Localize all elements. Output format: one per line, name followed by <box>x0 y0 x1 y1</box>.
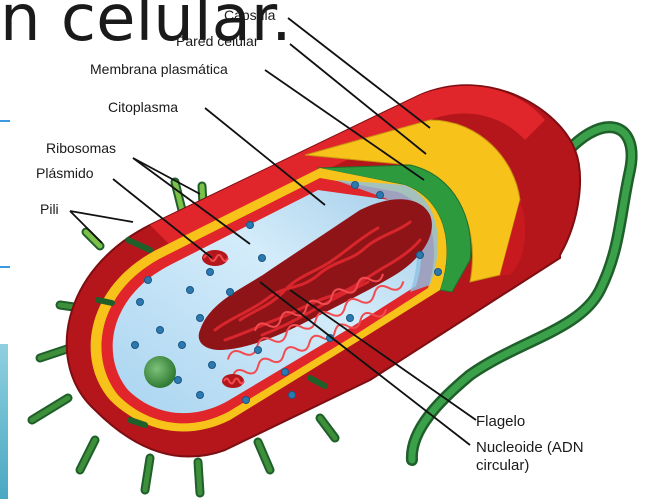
label-citoplasma: Citoplasma <box>108 99 178 115</box>
label-ribosomas: Ribosomas <box>46 140 116 156</box>
label-pared-celular: Pared celular <box>176 33 259 49</box>
label-membrana-plasmatica: Membrana plasmática <box>90 61 228 77</box>
label-pili: Pili <box>40 201 59 217</box>
label-flagelo: Flagelo <box>476 413 525 430</box>
label-plasmido: Plásmido <box>36 165 94 181</box>
label-capsula: Cápsula <box>224 7 276 23</box>
granule <box>144 356 176 388</box>
label-nucleoide: Nucleoide (ADN <box>476 439 584 456</box>
label-nucleoide-line2: circular) <box>476 457 529 474</box>
